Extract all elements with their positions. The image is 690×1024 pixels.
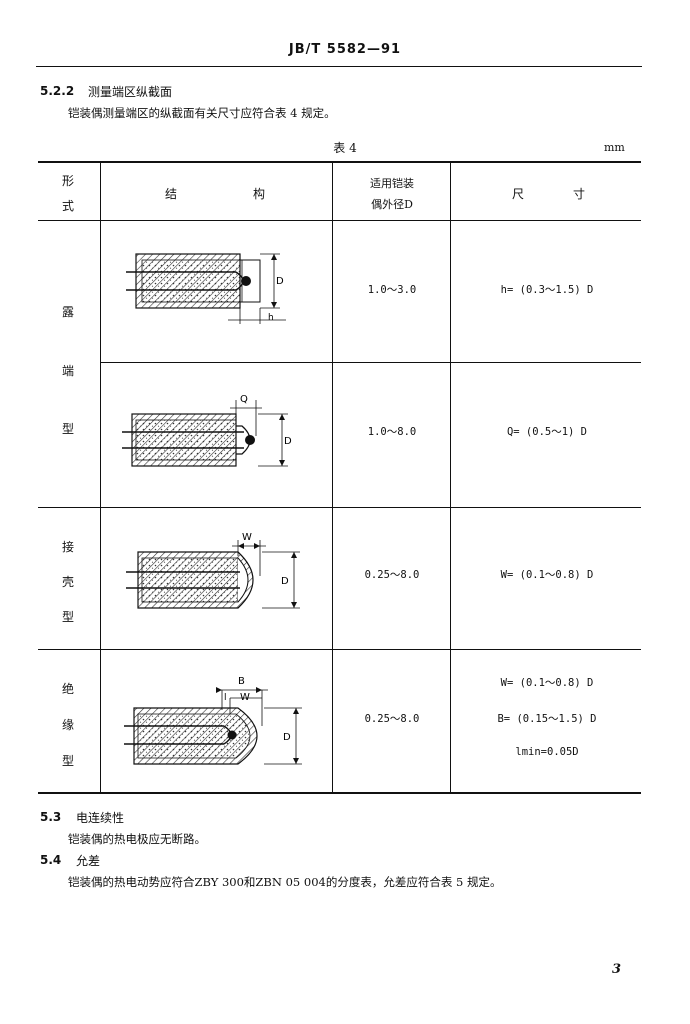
row3-size: W= (0.1～0.8) D	[500, 569, 594, 581]
section-title-5-4: 允差	[76, 854, 101, 868]
form-insulated-1: 绝	[61, 682, 74, 696]
row2-size: Q= (0.5～1) D	[506, 426, 588, 438]
form-exposed-2: 端	[61, 364, 74, 378]
paragraph-5-2-2: 铠装偶测量端区的纵截面有关尺寸应符合表 4 规定。	[68, 106, 336, 120]
header-rule	[36, 66, 642, 67]
form-insulated-2: 缘	[61, 718, 74, 732]
page-number: 3	[612, 962, 622, 977]
row3-label-d: D	[281, 576, 289, 587]
table-title: 表 4	[333, 141, 357, 155]
table-unit: mm	[604, 141, 625, 154]
row3-label-w: W	[242, 532, 252, 543]
row4-label-d: D	[283, 732, 291, 743]
diagram-insulated-junction: B l W D	[124, 676, 302, 765]
row4-size-b: B= (0.15～1.5) D	[497, 713, 597, 725]
form-exposed-1: 露	[61, 305, 74, 319]
row2-label-q: Q	[240, 394, 248, 405]
col-rule-3	[450, 161, 451, 794]
form-grounded-2: 壳	[61, 575, 74, 589]
paragraph-5-4: 铠装偶的热电动势应符合ZBY 300和ZBN 05 004的分度表，允差应符合表…	[68, 875, 502, 889]
col-rule-1	[100, 161, 101, 794]
row4-label-b: B	[238, 676, 245, 687]
section-title-5-2-2: 测量端区纵截面	[88, 85, 173, 99]
section-number-5-4: 5.4	[40, 853, 62, 867]
head-structure-1: 结	[165, 187, 178, 201]
section-number-5-3: 5.3	[40, 810, 62, 824]
form-grounded-3: 型	[61, 610, 74, 624]
row4-size-w: W= (0.1～0.8) D	[500, 677, 594, 689]
row4-label-w: W	[240, 692, 250, 703]
row-rule-2	[38, 507, 641, 508]
row3-diameter: 0.25～8.0	[364, 569, 420, 581]
head-form-1: 形	[61, 174, 74, 188]
diagram-exposed-junction-1: D h	[126, 253, 286, 324]
row4-label-l: l	[224, 693, 227, 703]
head-diameter-1: 适用铠装	[370, 177, 414, 190]
row1-label-h: h	[268, 313, 274, 323]
document-header: JB/T 5582—91	[288, 42, 402, 57]
row2-diameter: 1.0～8.0	[367, 426, 417, 438]
form-grounded-1: 接	[61, 540, 74, 554]
table-bottom-border	[38, 792, 641, 794]
row1-diameter: 1.0～3.0	[367, 284, 417, 296]
row-rule-3	[38, 649, 641, 650]
paragraph-5-3: 铠装偶的热电极应无断路。	[68, 832, 206, 846]
head-diameter-2: 偶外径D	[371, 198, 413, 211]
head-form-2: 式	[61, 199, 74, 213]
table-4	[38, 161, 641, 794]
row2-label-d: D	[284, 436, 292, 447]
col-rule-2	[332, 161, 333, 794]
form-insulated-3: 型	[61, 754, 74, 768]
row4-diameter: 0.25～8.0	[364, 713, 420, 725]
form-exposed-3: 型	[61, 422, 74, 436]
row1-size: h= (0.3～1.5) D	[500, 284, 594, 296]
diagram-grounded-junction: W D	[126, 532, 300, 609]
row4-size-lmin: lmin=0.05D	[515, 746, 579, 758]
section-title-5-3: 电连续性	[76, 811, 125, 825]
table-header-rule	[38, 220, 641, 221]
row1-label-d: D	[276, 276, 284, 287]
section-number-5-2-2: 5.2.2	[40, 84, 75, 98]
diagram-exposed-junction-2: Q D	[122, 394, 292, 467]
head-size-1: 尺	[512, 187, 525, 201]
head-size-2: 寸	[573, 187, 586, 201]
head-structure-2: 构	[253, 187, 266, 201]
table-top-border	[38, 161, 641, 163]
row-rule-1	[100, 362, 641, 363]
